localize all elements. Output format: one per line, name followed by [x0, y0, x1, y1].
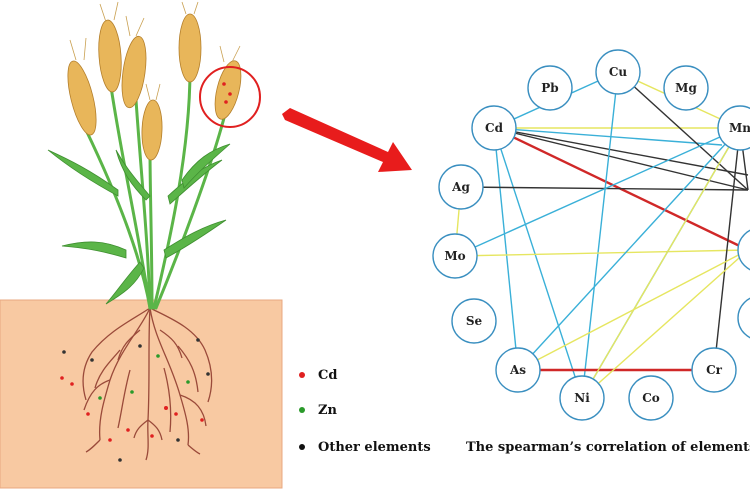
- edge-mn-cr: [713, 127, 741, 371]
- node-label: Mo: [444, 249, 465, 263]
- legend-item-other: Other elements: [299, 440, 431, 455]
- edge-cu-ni: [581, 71, 619, 399]
- node-label: Ag: [451, 180, 470, 194]
- roots: [82, 307, 213, 461]
- edge-cd-ni: [493, 127, 583, 399]
- edge-mo-rt: [454, 249, 749, 257]
- node-label: Mn: [729, 121, 750, 135]
- clipped-node: [737, 229, 750, 271]
- ear-red-dots: [222, 82, 232, 104]
- wheat-ears: [67, 13, 242, 161]
- node-pb: Pb: [527, 65, 573, 111]
- wheat-awns: [69, 1, 241, 101]
- node-label: As: [509, 363, 526, 377]
- node-cr: Cr: [691, 347, 737, 393]
- network-edges: [454, 71, 749, 399]
- svg-text:Cd: Cd: [318, 368, 337, 383]
- edge-mn-as: [517, 127, 741, 371]
- node-mg: Mg: [663, 65, 709, 111]
- leaves: [47, 143, 231, 305]
- node-label: Mg: [675, 81, 697, 95]
- node-ni: Ni: [559, 375, 605, 421]
- clipped-node: [737, 297, 750, 339]
- node-label: Ni: [574, 391, 590, 405]
- node-mo: Mo: [432, 233, 478, 279]
- soil-particles: [60, 338, 210, 462]
- highlight-circle: [199, 66, 261, 128]
- node-label: Cu: [609, 65, 628, 79]
- node-as: As: [495, 347, 541, 393]
- node-cu: Cu: [595, 49, 641, 95]
- network-caption: The spearman’s correlation of elements: [466, 440, 750, 455]
- edge-mo-mn: [454, 127, 741, 257]
- edge-cd-mn2: [493, 127, 723, 146]
- node-label: Pb: [541, 81, 558, 95]
- edge-cd-re2: [493, 127, 749, 176]
- legend-item-cd: Cd: [299, 368, 337, 383]
- node-ag: Ag: [438, 164, 484, 210]
- edge-ni-mn: [581, 127, 741, 399]
- node-co: Co: [628, 375, 674, 421]
- edge-cd-as: [493, 127, 519, 371]
- legend-item-zn: Zn: [299, 403, 337, 418]
- svg-text:Zn: Zn: [318, 403, 337, 418]
- edge-ni-rt: [581, 249, 749, 399]
- edge-cd-re: [493, 127, 749, 191]
- node-label: Cd: [485, 121, 504, 135]
- node-mn: Mn: [717, 105, 750, 151]
- edge-cu-re: [617, 71, 749, 191]
- node-cd: Cd: [471, 105, 517, 151]
- legend: Cd Zn Other elements: [299, 368, 431, 455]
- red-arrow: [282, 108, 412, 172]
- node-label: Co: [642, 391, 660, 405]
- node-label: Se: [466, 314, 483, 328]
- node-se: Se: [451, 298, 497, 344]
- soil-block: [0, 299, 283, 489]
- node-label: Cr: [706, 363, 723, 377]
- svg-text:Other elements: Other elements: [318, 440, 431, 455]
